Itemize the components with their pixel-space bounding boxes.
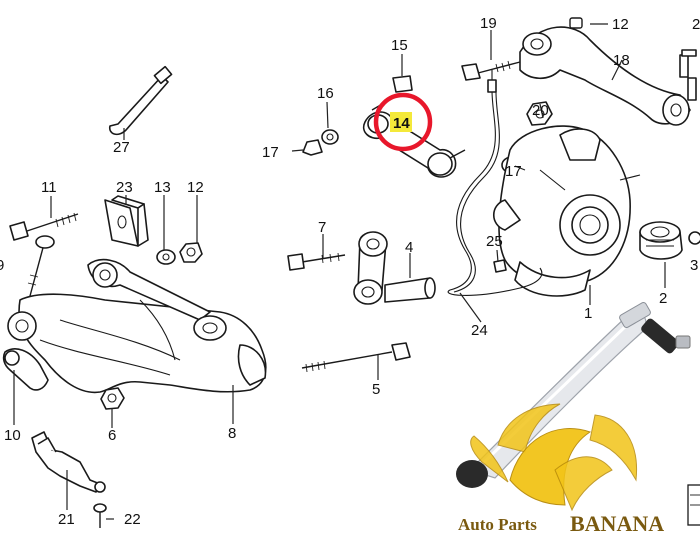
bolt-9 [27,235,55,297]
bolt-11 [9,212,79,241]
lower-arm-8 [7,258,267,394]
label-13: 13 [154,179,171,196]
highlight-part-14 [373,92,433,152]
clips-right [679,49,697,101]
banana-peel-front [554,456,613,512]
part-14-badge [390,112,412,132]
leader-lines [13,23,666,520]
label-12a: 12 [612,16,629,33]
sensor-cable-24 [447,70,543,296]
label-2: 2 [659,290,667,307]
nut-20 [526,101,553,126]
screw-22 [93,503,107,528]
label-17b: 17 [505,163,522,180]
stud-25 [493,259,507,273]
upper-control-arm [519,17,691,126]
bolt-19 [461,60,521,81]
label-25: 25 [486,233,503,250]
label-3: 3 [690,257,698,274]
label-8: 8 [228,425,236,442]
bolt-7 [287,252,346,271]
corner-box [687,484,700,526]
label-12b: 12 [187,179,204,196]
cable-tie-27 [108,65,173,136]
label-16: 16 [317,85,334,102]
label-10: 10 [4,427,21,444]
label-5: 5 [372,381,380,398]
brand-text-auto-parts: Auto Parts [458,515,537,534]
label-11: 11 [41,179,57,196]
banana-watermark [470,403,638,512]
banana-peel-bottom [470,435,509,483]
label-14: 14 [393,115,410,132]
bolt-5 [301,342,411,373]
nut-6 [100,387,125,410]
label-9: 9 [0,257,4,274]
label-2-top: 2 [692,16,700,33]
watermark-text: Auto Parts BANANA [458,511,664,536]
label-7: 7 [318,219,326,236]
label-21: 21 [58,511,75,528]
bracket-23 [104,195,149,247]
label-18: 18 [613,52,630,69]
banana-peel-right [589,414,638,482]
label-19: 19 [480,15,497,32]
label-23: 23 [116,179,133,196]
label-4: 4 [405,239,413,256]
highlight-ring [373,92,433,152]
bracket-21 [31,431,106,493]
brand-text-banana: BANANA [570,511,664,536]
label-24: 24 [471,322,488,339]
link-4 [353,231,436,305]
toe-link-14 [362,75,466,178]
bushing-2 [639,221,700,260]
label-1: 1 [584,305,592,322]
washer-13-nut-12 [156,242,203,265]
label-6: 6 [108,427,116,444]
label-20: 20 [532,102,549,119]
banana-fruit [509,428,592,506]
wheel-carrier-1 [492,125,641,297]
part-number-labels: 19 12 2 15 18 16 14 20 27 17 17 11 23 13… [0,15,700,528]
link-10 [2,348,49,391]
label-15: 15 [391,37,408,54]
label-17a: 17 [262,144,279,161]
label-22: 22 [124,511,141,528]
label-27: 27 [113,139,130,156]
banana-peel-left [497,403,561,453]
